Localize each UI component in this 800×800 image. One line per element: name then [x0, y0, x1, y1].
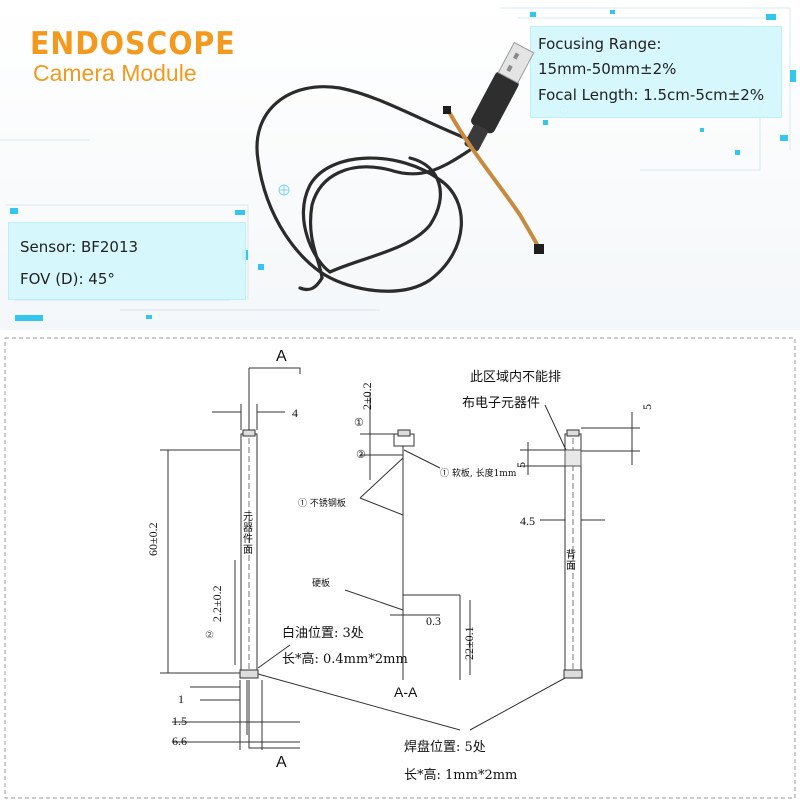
label-stainless: ① 不锈钢板 — [298, 499, 346, 509]
circle-2-left: ② — [205, 630, 214, 641]
focusing-range-value: 15mm-50mm±2% — [538, 60, 677, 78]
brand-title: ENDOSCOPE — [30, 26, 236, 62]
dim-length: 60±0.2 — [146, 522, 160, 556]
circle-1-mid: ① — [354, 416, 364, 429]
no-parts-line1: 此区域内不能排 — [470, 370, 562, 385]
dim-5-top: 5 — [640, 404, 654, 410]
spec-box-right — [530, 26, 782, 118]
pad-size: 长*高: 1mm*2mm — [404, 768, 518, 783]
label-back-side: 背面 — [566, 550, 576, 572]
dim-22: 22±0.1 — [462, 626, 476, 660]
label-hard-board: 硬板 — [312, 579, 331, 589]
pad-position: 焊盘位置: 5处 — [404, 740, 486, 755]
technical-drawing: A A A-A 4 60±0.2 2.2±0.2 1 1.5 6.6 元器件面 … — [0, 330, 800, 800]
dim-5-side: 5 — [514, 462, 528, 468]
brand-subtitle: Camera Module — [33, 60, 197, 86]
dim-1: 1 — [178, 692, 184, 706]
spec-box-left — [8, 222, 246, 300]
section-view-label: A-A — [394, 684, 418, 700]
section-mark-bottom: A — [276, 754, 287, 771]
white-oil-size: 长*高: 0.4mm*2mm — [282, 652, 408, 667]
label-component-side: 元器件面 — [243, 512, 253, 556]
endoscope-cable-photo — [255, 41, 544, 293]
section-mark-top: A — [276, 348, 287, 365]
focal-length: Focal Length: 1.5cm-5cm±2% — [538, 86, 765, 104]
label-soft-board: ① 软板, 长度1mm — [440, 469, 517, 479]
dim-width: 4 — [292, 406, 298, 420]
dim-head: 2±0.2 — [360, 382, 374, 410]
dim-4-5: 4.5 — [520, 514, 535, 528]
circle-2-mid: ② — [356, 448, 366, 461]
sensor-spec: Sensor: BF2013 — [20, 238, 139, 256]
dim-1-5: 1.5 — [172, 714, 187, 728]
white-oil-position: 白油位置: 3处 — [282, 626, 364, 641]
fov-spec: FOV (D): 45° — [20, 270, 115, 288]
focusing-range-label: Focusing Range: — [538, 35, 662, 53]
dim-0-3: 0.3 — [426, 614, 441, 628]
dim-6-6: 6.6 — [172, 734, 187, 748]
dim-offset: 2.2±0.2 — [210, 585, 224, 622]
no-parts-line2: 布电子元器件 — [462, 396, 541, 411]
product-photo-area: ENDOSCOPE Camera Module Focusing Range: … — [0, 0, 800, 330]
drawing-lines — [4, 337, 796, 799]
